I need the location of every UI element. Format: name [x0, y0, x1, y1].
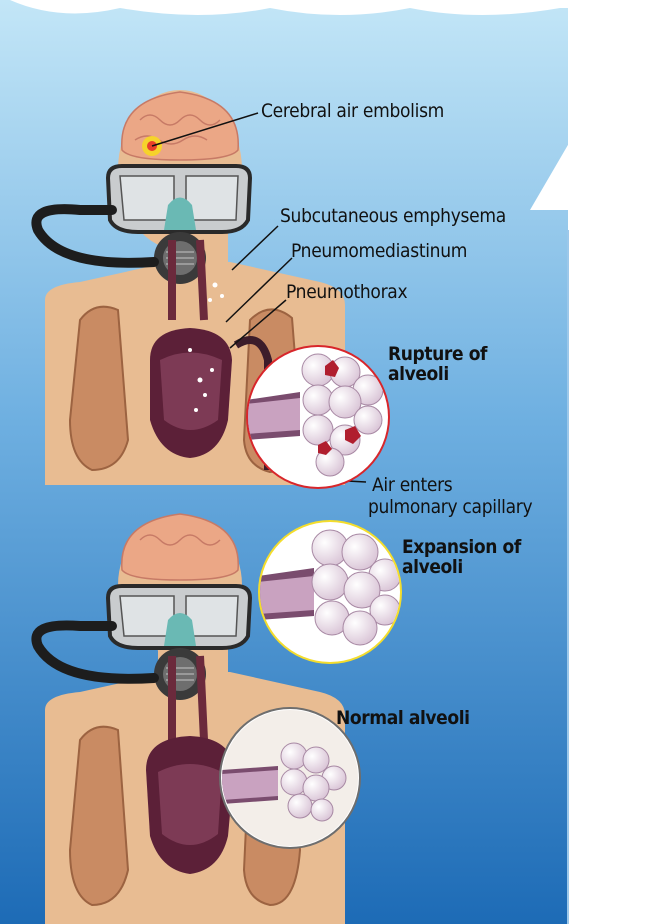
label-air-enters-capillary: Air enters pulmonary capillary — [368, 474, 532, 518]
label-expansion-of-alveoli: Expansion of alveoli — [402, 537, 521, 577]
label-air-enters-line2: pulmonary capillary — [368, 496, 532, 518]
label-subcutaneous-emphysema: Subcutaneous emphysema — [280, 205, 506, 227]
label-rupture-line1: Rupture of — [388, 344, 487, 364]
ascent-text: ASCENT — [561, 272, 652, 668]
label-air-enters-line1: Air enters — [368, 474, 532, 496]
label-rupture-line2: alveoli — [388, 364, 487, 384]
label-pneumothorax: Pneumothorax — [286, 281, 407, 303]
label-rupture-of-alveoli: Rupture of alveoli — [388, 344, 487, 384]
label-expansion-line2: alveoli — [402, 557, 521, 577]
label-normal-alveoli: Normal alveoli — [336, 708, 470, 728]
label-cerebral-air-embolism: Cerebral air embolism — [261, 100, 444, 122]
lungs-icon — [70, 307, 128, 470]
label-expansion-line1: Expansion of — [402, 537, 521, 557]
label-pneumomediastinum: Pneumomediastinum — [291, 240, 467, 262]
